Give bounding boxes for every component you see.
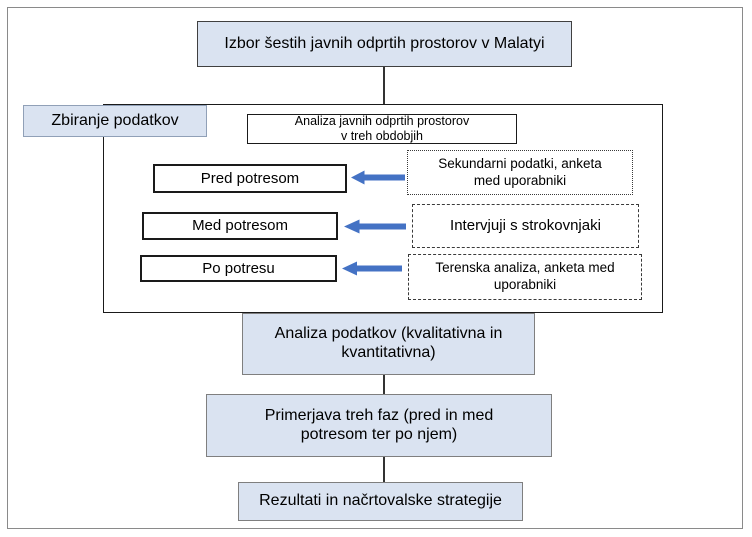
analysis-header-line1: Analiza javnih odprtih prostorov xyxy=(294,114,470,128)
comparison-line1: Primerjava treh faz (pred in med xyxy=(264,406,494,424)
connector-top xyxy=(383,67,385,104)
method-box-secondary-data: Sekundarni podatki, anketa med uporabnik… xyxy=(407,150,633,195)
phase-box-po-potresu: Po potresu xyxy=(140,255,337,282)
phase-label: Med potresom xyxy=(192,217,288,235)
left-arrow-icon xyxy=(351,170,405,185)
analysis-header-box: Analiza javnih odprtih prostorov v treh … xyxy=(247,114,517,144)
data-analysis-line1: Analiza podatkov (kvalitativna in xyxy=(274,325,503,343)
phase-label: Po potresu xyxy=(202,259,275,277)
results-box: Rezultati in načrtovalske strategije xyxy=(238,482,523,521)
phase-box-med-potresom: Med potresom xyxy=(142,212,338,240)
data-analysis-box: Analiza podatkov (kvalitativna in kvanti… xyxy=(242,313,535,375)
left-arrow-icon xyxy=(342,261,402,276)
top-box-label: Izbor šestih javnih odprtih prostorov v … xyxy=(224,34,545,52)
collection-label-box: Zbiranje podatkov xyxy=(23,105,207,137)
method-line1: Intervjuji s strokovnjaki xyxy=(450,217,601,235)
connector-bottom xyxy=(383,457,385,482)
method-line1: Terenska analiza, anketa med xyxy=(435,260,615,276)
figure-border xyxy=(7,7,743,529)
analysis-header-line2: v treh obdobjih xyxy=(340,129,423,143)
connector-middle xyxy=(383,375,385,394)
method-line1: Sekundarni podatki, anketa xyxy=(438,155,602,171)
method-line2: uporabniki xyxy=(493,277,557,292)
comparison-line2: potresom ter po njem) xyxy=(300,425,458,443)
collection-label: Zbiranje podatkov xyxy=(51,111,179,129)
results-label: Rezultati in načrtovalske strategije xyxy=(259,492,502,510)
method-box-field-analysis: Terenska analiza, anketa med uporabniki xyxy=(408,254,642,300)
phase-label: Pred potresom xyxy=(200,169,300,187)
top-box-site-selection: Izbor šestih javnih odprtih prostorov v … xyxy=(197,21,572,67)
phase-box-pred-potresom: Pred potresom xyxy=(153,164,347,193)
method-box-interviews: Intervjuji s strokovnjaki xyxy=(412,204,639,248)
comparison-box: Primerjava treh faz (pred in med potreso… xyxy=(206,394,552,457)
left-arrow-icon xyxy=(344,219,406,234)
data-analysis-line2: kvantitativna) xyxy=(341,344,436,361)
method-line2: med uporabniki xyxy=(473,172,567,188)
